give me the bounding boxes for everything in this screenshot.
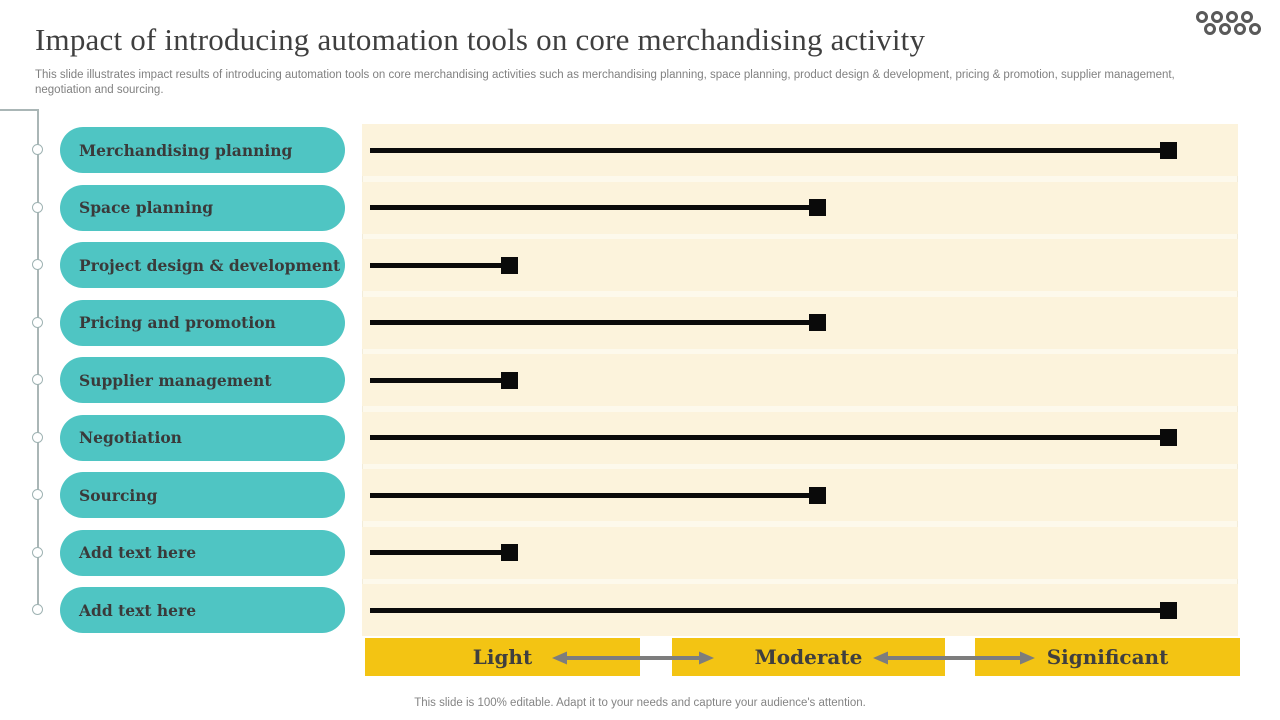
- ring-icon: [1226, 11, 1238, 23]
- connector-line-vertical: [37, 109, 39, 609]
- ring-icon: [1241, 11, 1253, 23]
- bar-line: [370, 320, 817, 325]
- activity-label: Sourcing: [79, 485, 158, 505]
- axis-block-significant: Significant: [975, 638, 1240, 676]
- activity-pill[interactable]: Space planning: [60, 184, 345, 231]
- bar-marker: [1160, 429, 1177, 446]
- ring-icon: [1249, 23, 1261, 35]
- chart-row-band: [362, 181, 1238, 234]
- chart-row: Add text here: [0, 584, 1280, 636]
- activity-label: Supplier management: [79, 370, 272, 390]
- bar-line: [370, 147, 1168, 153]
- page-title: Impact of introducing automation tools o…: [35, 22, 926, 57]
- bar-marker: [809, 199, 826, 216]
- activity-pill[interactable]: Pricing and promotion: [60, 299, 345, 346]
- bar-line: [370, 435, 1168, 440]
- chart-row: Supplier management: [0, 354, 1280, 406]
- activity-pill[interactable]: Sourcing: [60, 472, 345, 518]
- bar-marker: [809, 486, 826, 504]
- activity-label: Pricing and promotion: [79, 313, 276, 332]
- activity-pill[interactable]: Add text here: [60, 587, 345, 633]
- bar-marker: [501, 544, 518, 561]
- connector-line-horizontal: [0, 109, 38, 111]
- chart-row: Add text here: [0, 526, 1280, 579]
- chart-row: Project design & development: [0, 239, 1280, 291]
- bar-line: [370, 377, 509, 383]
- activity-label: Space planning: [79, 198, 214, 217]
- timeline-node: [32, 374, 43, 385]
- slide-subtitle: This slide illustrates impact results of…: [35, 69, 1175, 96]
- bar-line: [370, 607, 1168, 613]
- bar-line: [370, 550, 509, 555]
- activity-label: Negotiation: [79, 428, 182, 447]
- axis-label-light: Light: [472, 645, 533, 669]
- chart-row-band: [362, 526, 1238, 579]
- chart-row-band: [362, 411, 1238, 464]
- chart-row-band: [362, 469, 1238, 521]
- chart-row-band: [362, 124, 1238, 176]
- activity-label: Merchandising planning: [79, 140, 293, 160]
- timeline-node: [32, 489, 43, 500]
- chart-row: Merchandising planning: [0, 124, 1280, 176]
- bar-marker: [809, 314, 826, 331]
- ring-dots-decoration: [1196, 11, 1276, 39]
- chart-row: Pricing and promotion: [0, 296, 1280, 349]
- timeline-node: [32, 259, 43, 270]
- chart-row: Sourcing: [0, 469, 1280, 521]
- timeline-node: [32, 546, 43, 558]
- activity-pill[interactable]: Supplier management: [60, 357, 345, 403]
- timeline-node: [32, 316, 43, 328]
- activity-label: Project design & development: [79, 255, 341, 275]
- bar-line: [370, 492, 817, 498]
- bar-marker: [501, 371, 518, 389]
- ring-icon: [1196, 11, 1208, 23]
- chart-row: Negotiation: [0, 411, 1280, 464]
- timeline-node: [32, 604, 43, 615]
- ring-icon: [1219, 23, 1231, 35]
- ring-icon: [1234, 23, 1246, 35]
- timeline-node: [32, 144, 43, 155]
- chart-row-band: [362, 296, 1238, 349]
- slide-footer-note: This slide is 100% editable. Adapt it to…: [414, 697, 866, 709]
- chart-row-band: [362, 584, 1238, 636]
- activity-label: Add text here: [79, 543, 197, 562]
- chart-row-band: [362, 354, 1238, 406]
- bar-line: [370, 205, 817, 210]
- activity-label: Add text here: [79, 600, 197, 620]
- activity-pill[interactable]: Project design & development: [60, 242, 345, 288]
- activity-pill[interactable]: Merchandising planning: [60, 127, 345, 173]
- bar-marker: [501, 256, 518, 274]
- timeline-node: [32, 431, 43, 443]
- chart-row-band: [362, 239, 1238, 291]
- bar-marker: [1160, 141, 1177, 159]
- activity-pill[interactable]: Negotiation: [60, 414, 345, 461]
- axis-label-moderate: Moderate: [754, 645, 863, 669]
- ring-icon: [1211, 11, 1223, 23]
- chart-row: Space planning: [0, 181, 1280, 234]
- activity-pill[interactable]: Add text here: [60, 529, 345, 576]
- bar-line: [370, 262, 509, 268]
- double-arrow-icon: [873, 651, 1035, 665]
- double-arrow-icon: [552, 651, 714, 665]
- axis-block-light: Light: [365, 638, 640, 676]
- timeline-node: [32, 201, 43, 213]
- ring-icon: [1204, 23, 1216, 35]
- axis-label-significant: Significant: [1046, 645, 1169, 669]
- bar-marker: [1160, 601, 1177, 619]
